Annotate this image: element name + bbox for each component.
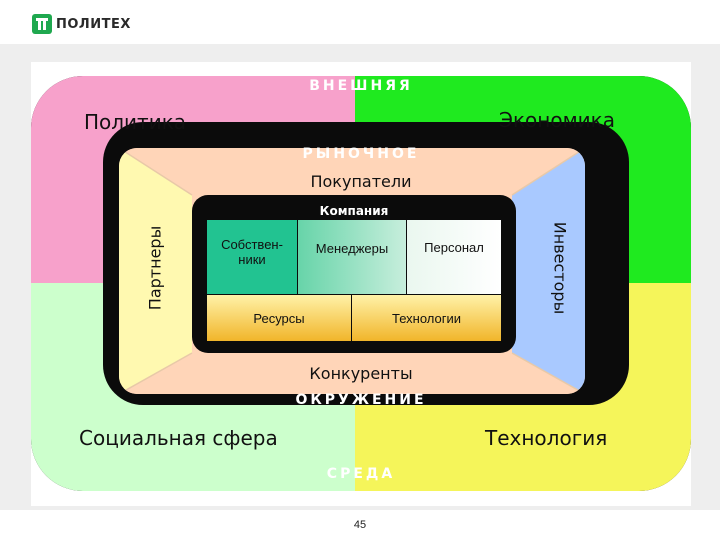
- partners-zone: [119, 148, 192, 394]
- market-trapezoids: [119, 148, 585, 394]
- technologies-label: Технологии: [391, 310, 461, 326]
- buyers-zone: [119, 148, 585, 195]
- managers-cell: Менеджеры: [298, 220, 406, 294]
- personnel-label: Персонал: [424, 239, 484, 255]
- resources-cell: Ресурсы: [207, 295, 351, 341]
- divider-line: [511, 352, 585, 394]
- investors-zone: [512, 148, 585, 394]
- page-number: 45: [353, 519, 367, 531]
- politekh-logo-icon: [32, 14, 52, 34]
- owners-line-1: Собствен-: [221, 237, 283, 252]
- technologies-cell: Технологии: [352, 295, 501, 341]
- partners-label: Партнеры: [145, 225, 165, 311]
- header-logo: ПОЛИТЕХ: [32, 12, 131, 36]
- competitors-label: Конкуренты: [309, 364, 413, 383]
- technology-label: Технология: [485, 426, 608, 450]
- market-bottom-label: ОКРУЖЕНИЕ: [295, 392, 427, 408]
- divider-line: [511, 148, 585, 196]
- divider-line: [119, 352, 193, 394]
- diagram-panel: Собствен- ники Менеджеры Персонал Ресурс…: [31, 62, 691, 506]
- competitors-zone: [119, 353, 585, 394]
- logo-text: ПОЛИТЕХ: [56, 16, 131, 32]
- managers-label: Менеджеры: [315, 240, 389, 256]
- outer-top-label: ВНЕШНЯЯ: [309, 78, 413, 94]
- personnel-cell: Персонал: [407, 220, 501, 294]
- market-top-label: РЫНОЧНОЕ: [302, 146, 420, 162]
- company-title: Компания: [319, 204, 389, 218]
- owners-line-2: ники: [238, 252, 266, 267]
- company-cells: Собствен- ники Менеджеры Персонал Ресурс…: [207, 220, 501, 341]
- politics-label: Политика: [84, 110, 187, 134]
- buyers-label: Покупатели: [310, 172, 412, 191]
- divider-line: [119, 148, 193, 196]
- social-label: Социальная сфера: [79, 426, 278, 450]
- outer-bottom-label: СРЕДА: [326, 466, 396, 482]
- resources-label: Ресурсы: [253, 310, 305, 326]
- owners-label: Собствен- ники: [221, 237, 283, 267]
- economy-label: Экономика: [499, 108, 616, 132]
- owners-cell: Собствен- ники: [207, 220, 297, 294]
- investors-label: Инвесторы: [550, 221, 570, 315]
